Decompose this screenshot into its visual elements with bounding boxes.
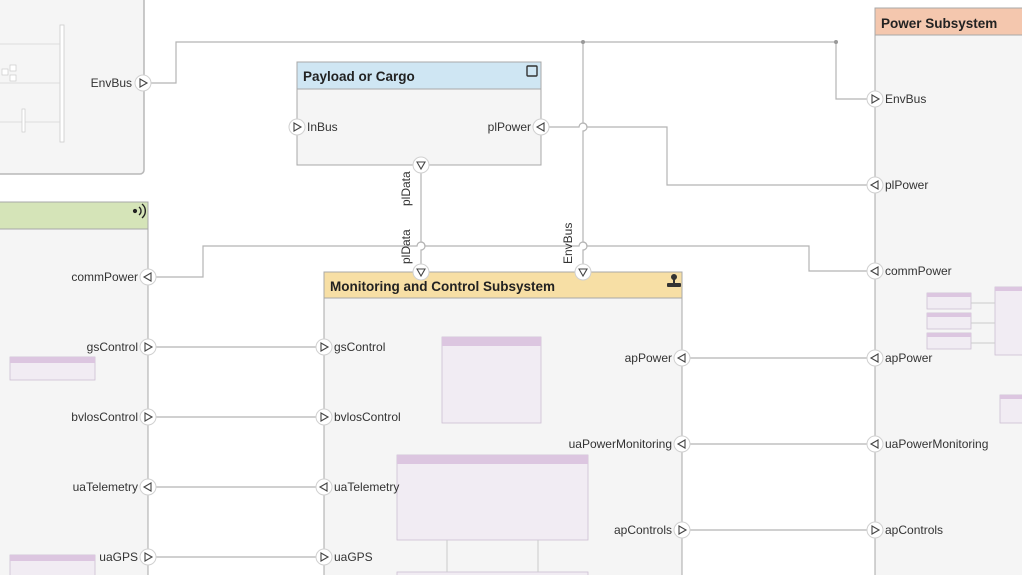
top-left-component[interactable]: EnvBus [0,0,152,175]
port-uagps-in[interactable] [315,548,333,566]
power-title: Power Subsystem [881,16,997,31]
port-label-uapowermonitoring: uaPowerMonitoring [885,437,988,451]
port-inbus[interactable] [288,118,306,136]
port-label-uapowermonitoring: uaPowerMonitoring [569,437,672,451]
port-label-uagps: uaGPS [99,550,138,564]
inner-component[interactable] [994,286,1022,356]
payload-header [296,61,542,90]
monitoring-title: Monitoring and Control Subsystem [330,279,555,294]
connector-envbus-monitoring[interactable] [582,42,588,264]
joystick-icon [667,274,681,287]
port-label-gscontrol: gsControl [87,340,138,354]
port-plpower[interactable] [866,176,884,194]
port-label-commpower: commPower [71,270,138,284]
connector-pldata[interactable] [420,173,426,264]
port-label-apcontrols: apControls [885,523,943,537]
payload-component[interactable]: Payload or Cargo InBus plPower [288,61,550,174]
port-plpower[interactable] [532,118,550,136]
comm-header [0,201,149,230]
port-pldata-in[interactable] [412,263,430,281]
junction-dot [581,40,585,44]
port-label-uatelemetry: uaTelemetry [334,480,399,494]
connector-label-pldata-in: plData [399,229,413,264]
port-label-uatelemetry: uaTelemetry [73,480,138,494]
port-apcontrols[interactable] [866,521,884,539]
port-label-gscontrol: gsControl [334,340,385,354]
port-label-bvloscontrol: bvlosControl [334,410,401,424]
power-header [874,7,1022,36]
port-label-appower: apPower [885,351,932,365]
port-uagps[interactable] [139,548,157,566]
junction-dot [834,40,838,44]
port-label-plpower: plPower [885,178,928,192]
inner-component[interactable] [396,571,589,575]
wireless-signal-icon [132,203,146,219]
connector-envbus[interactable] [151,41,867,100]
communication-component[interactable]: commPower gsControl bvlosControl uaTelem… [0,201,157,575]
port-appower[interactable] [673,349,691,367]
port-label-envbus: EnvBus [91,76,132,90]
port-label-apcontrols: apControls [614,523,672,537]
square-icon [526,65,538,77]
port-envbus-in[interactable] [866,90,884,108]
port-label-commpower: commPower [885,264,952,278]
power-subsystem-component[interactable]: Power Subsystem EnvBus plPower commPower… [866,7,1022,575]
port-pldata-out[interactable] [412,156,430,174]
connector-plpower[interactable] [549,122,867,186]
port-commpower[interactable] [866,262,884,280]
port-envbus-out[interactable] [134,74,152,92]
port-apcontrols[interactable] [673,521,691,539]
port-label-uagps: uaGPS [334,550,373,564]
connector-label-envbus: EnvBus [561,223,575,264]
port-commpower[interactable] [139,268,157,286]
bus-bar [59,24,65,143]
port-gscontrol[interactable] [139,338,157,356]
port-uapowermonitoring[interactable] [866,435,884,453]
inner-component[interactable] [999,394,1022,424]
connector-commpower[interactable] [156,241,867,278]
port-envbus-in[interactable] [574,263,592,281]
port-label-appower: apPower [625,351,672,365]
port-bvloscontrol-in[interactable] [315,408,333,426]
monitoring-control-component[interactable]: Monitoring and Control Subsystem gsContr… [315,263,691,575]
port-gscontrol-in[interactable] [315,338,333,356]
inner-component[interactable] [396,454,589,541]
port-uatelemetry[interactable] [139,478,157,496]
port-label-bvloscontrol: bvlosControl [71,410,138,424]
port-uapowermonitoring[interactable] [673,435,691,453]
port-label-inbus: InBus [307,120,338,134]
port-uatelemetry-out[interactable] [315,478,333,496]
monitoring-header [323,271,683,299]
port-label-envbus: EnvBus [885,92,926,106]
port-appower[interactable] [866,349,884,367]
connectors [151,40,867,558]
payload-title: Payload or Cargo [303,69,415,84]
port-label-plpower: plPower [488,120,531,134]
inner-component[interactable] [441,336,542,424]
port-bvloscontrol[interactable] [139,408,157,426]
connector-label-pldata: plData [399,171,413,206]
